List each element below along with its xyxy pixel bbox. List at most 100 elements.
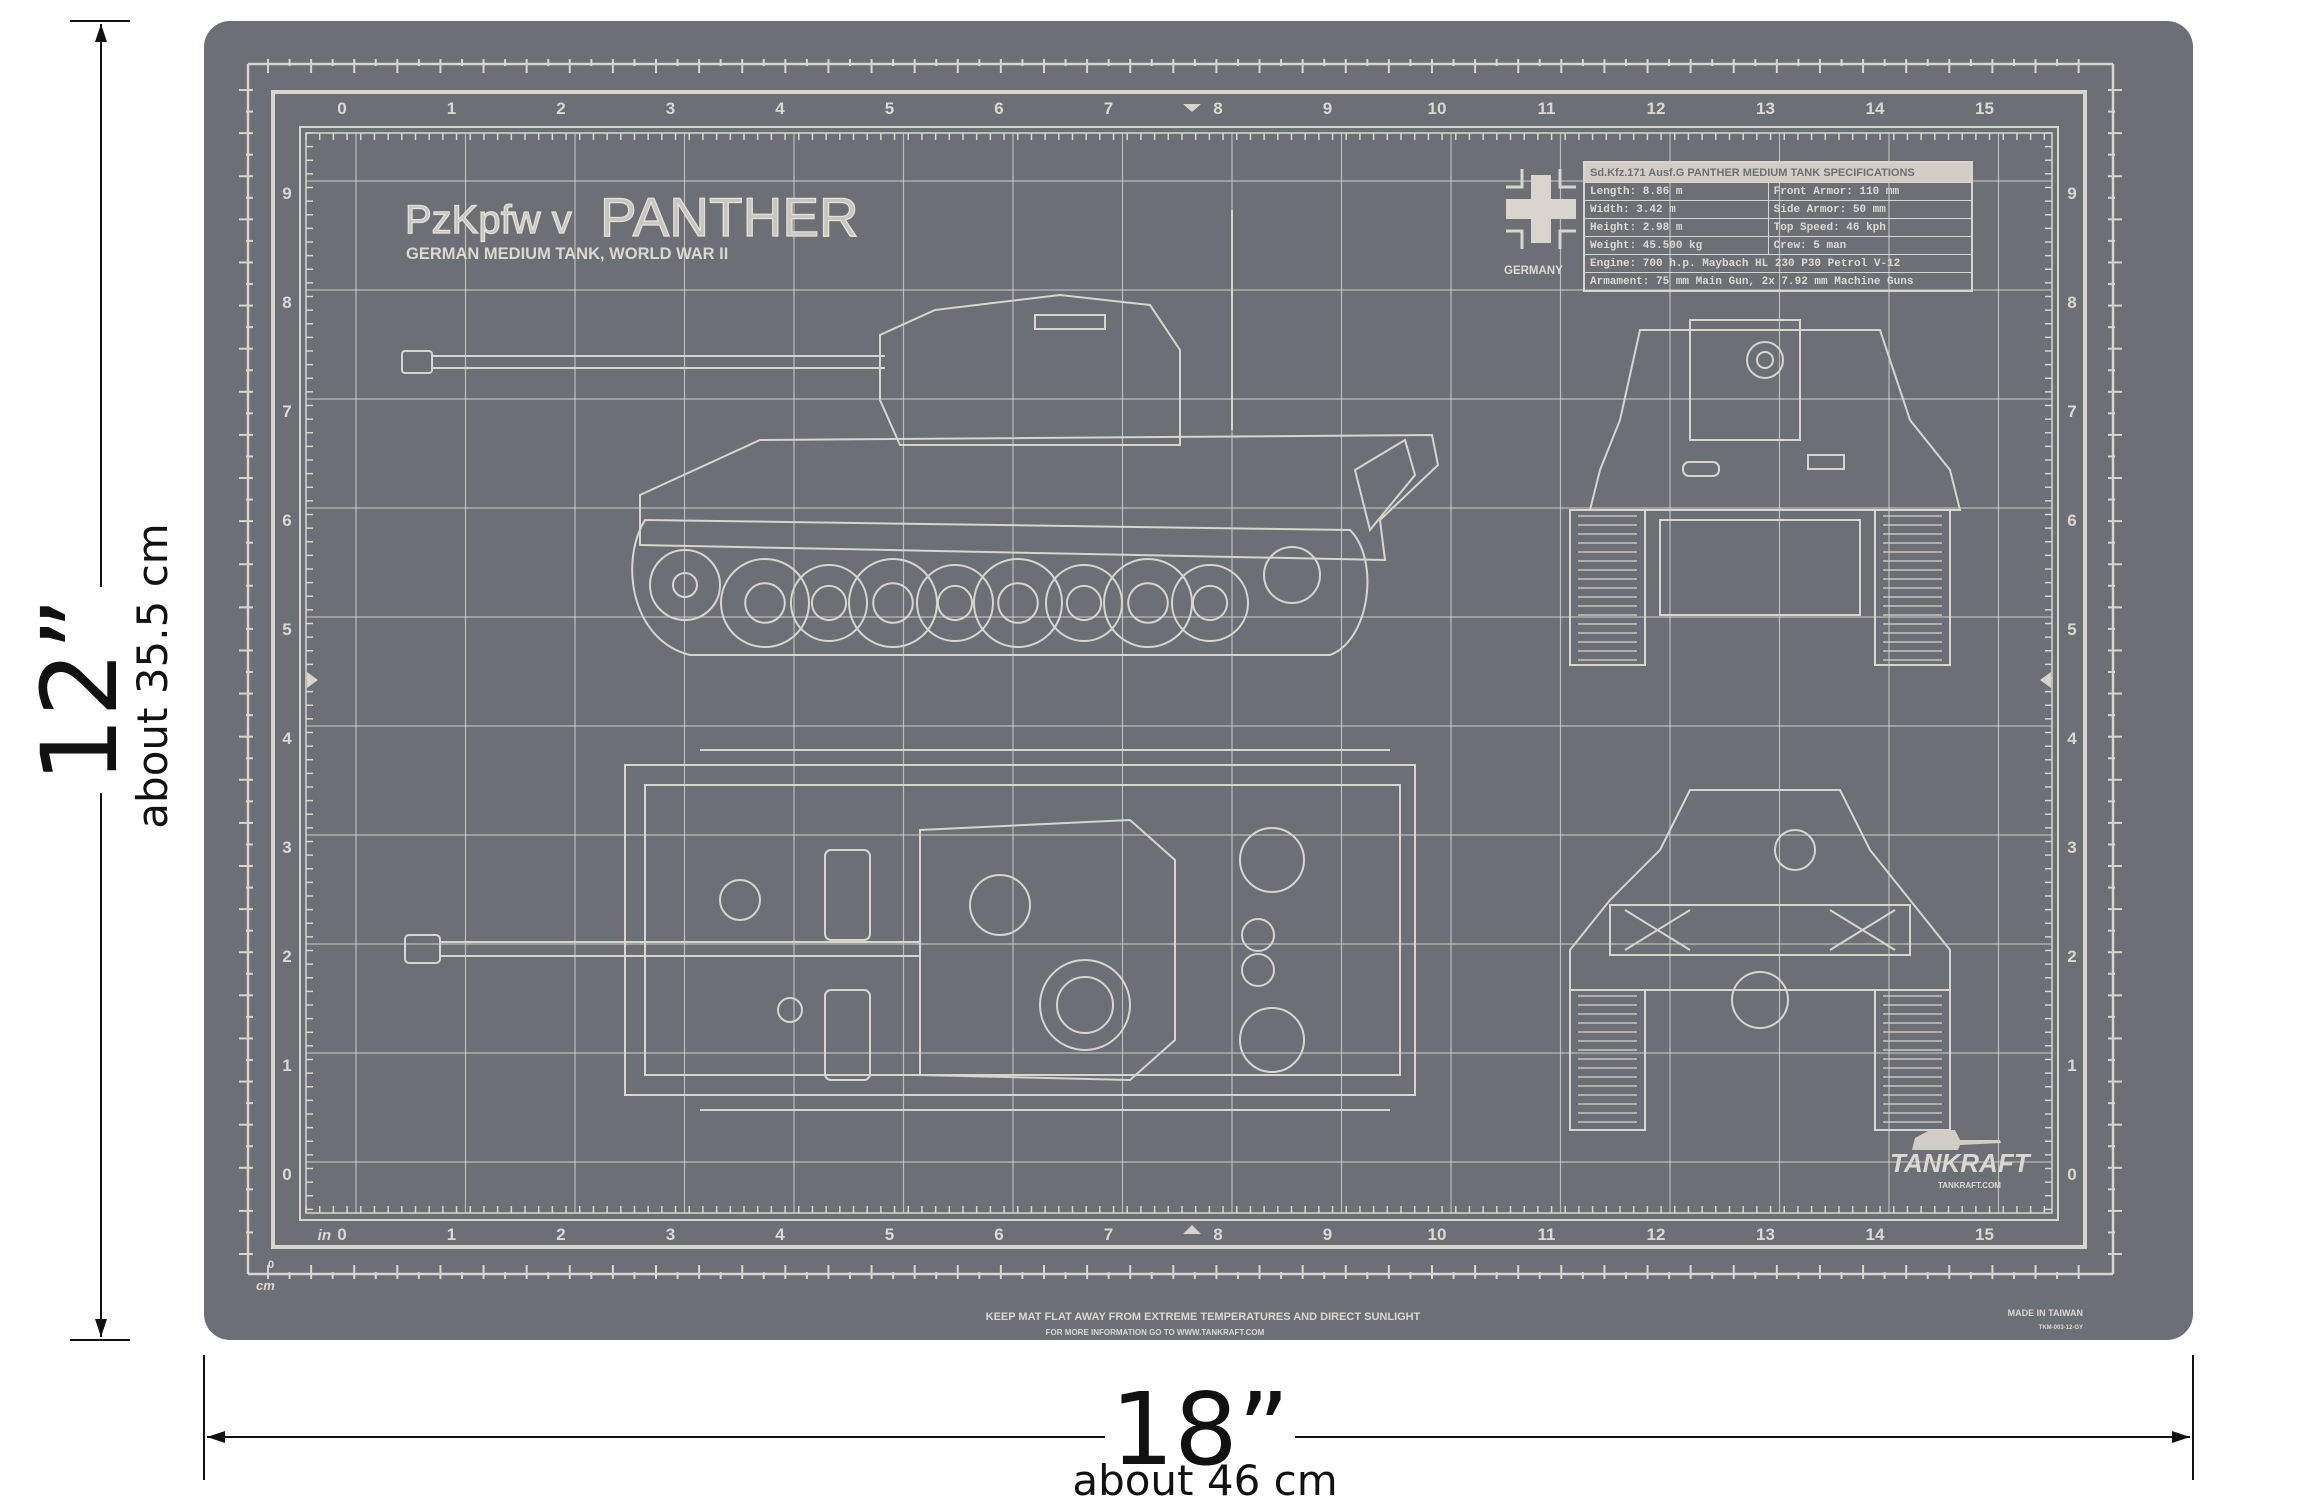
tank-front-view — [1569, 319, 1962, 666]
title-prefix: PzKpfw v — [404, 198, 572, 242]
inner-frame-2 — [305, 132, 2053, 1214]
inch-numbers: 0011223344556677889910101111121213131414… — [282, 99, 2077, 1244]
inch-number-x: 10 — [1428, 99, 1447, 118]
inch-number-x: 13 — [1756, 1225, 1775, 1244]
inch-number-x: 10 — [1428, 1225, 1447, 1244]
spec-cell: Length: 8.86 m — [1583, 182, 1769, 201]
inch-number-y: 4 — [282, 729, 292, 748]
road-wheel-hub — [997, 582, 1039, 624]
inch-number-x: 1 — [447, 1225, 456, 1244]
inch-number-x: 14 — [1866, 99, 1885, 118]
inch-number-x: 9 — [1323, 99, 1332, 118]
inner-frame — [299, 126, 2059, 1221]
inch-number-x: 9 — [1323, 1225, 1332, 1244]
width-metric-label: about 46 cm — [1072, 1456, 1338, 1505]
tankraft-logo: TANKRAFT TANKRAFT.COM — [1890, 1130, 2032, 1190]
inch-number-x: 1 — [447, 99, 456, 118]
cm-ruler — [239, 59, 2122, 1279]
inch-number-y: 5 — [282, 620, 291, 639]
spec-cell: Front Armor: 110 mm — [1767, 182, 1973, 201]
road-wheel-hub — [1127, 582, 1169, 624]
made-in-label: MADE IN TAIWAN — [2008, 1308, 2083, 1318]
title-name: PANTHER — [599, 186, 859, 248]
inch-number-x: 11 — [1538, 1225, 1556, 1244]
inch-number-x: 12 — [1647, 1225, 1666, 1244]
spec-cell: Width: 3.42 m — [1583, 200, 1769, 219]
inch-number-x: 0 — [337, 1225, 346, 1244]
inch-number-x: 3 — [666, 99, 675, 118]
sku-label: TKM-003-12-GY — [2039, 1325, 2083, 1331]
spec-header: Sd.Kfz.171 Ausf.G PANTHER MEDIUM TANK SP… — [1584, 162, 1972, 183]
spec-engine: Engine: 700 h.p. Maybach HL 230 P30 Petr… — [1583, 254, 1973, 273]
inch-number-x: 5 — [885, 1225, 894, 1244]
spec-row: Engine: 700 h.p. Maybach HL 230 P30 Petr… — [1583, 254, 1973, 273]
title-subtitle: GERMAN MEDIUM TANK, WORLD WAR II — [406, 245, 729, 263]
tank-rear-view — [1569, 789, 1951, 1131]
tank-top-view — [404, 749, 1416, 1111]
inch-number-x: 6 — [994, 99, 1003, 118]
road-wheel — [916, 564, 994, 642]
inch-number-y: 3 — [282, 838, 291, 857]
track-links — [1578, 515, 1942, 1123]
balkenkreuz-icon — [1506, 169, 1576, 249]
inch-number-x: 15 — [1975, 1225, 1994, 1244]
inch-number-y: 3 — [2067, 838, 2076, 857]
inch-number-x: 4 — [775, 99, 785, 118]
inch-number-x: 6 — [994, 1225, 1003, 1244]
road-wheel — [1103, 558, 1193, 648]
inch-number-y: 8 — [2067, 293, 2076, 312]
road-wheel — [1171, 564, 1249, 642]
inch-number-x: 13 — [1756, 99, 1775, 118]
inch-number-y: 1 — [2067, 1056, 2076, 1075]
inch-number-y: 5 — [2067, 620, 2076, 639]
inch-number-x: 3 — [666, 1225, 675, 1244]
inch-number-x: 11 — [1538, 99, 1556, 118]
inch-number-x: 0 — [337, 99, 346, 118]
inch-number-x: 12 — [1647, 99, 1666, 118]
country-label: GERMANY — [1504, 265, 1563, 277]
road-wheel-hub — [872, 582, 914, 624]
inch-number-y: 7 — [282, 402, 291, 421]
inch-number-x: 4 — [775, 1225, 785, 1244]
inch-number-y: 6 — [2067, 511, 2076, 530]
inch-number-y: 6 — [282, 511, 291, 530]
width-label: 18” — [1110, 1371, 1290, 1488]
inch-number-y: 2 — [2067, 947, 2076, 966]
inch-number-x: 2 — [556, 1225, 565, 1244]
inch-number-x: 7 — [1104, 99, 1113, 118]
germany-panel: GERMANY — [1500, 161, 1583, 291]
inch-number-y: 8 — [282, 293, 291, 312]
road-wheels — [720, 546, 1321, 648]
spec-panel: GERMANY Sd.Kfz.171 Ausf.G PANTHER MEDIUM… — [1500, 161, 1973, 292]
inch-number-x: 15 — [1975, 99, 1994, 118]
inch-number-y: 2 — [282, 947, 291, 966]
footer-warning: KEEP MAT FLAT AWAY FROM EXTREME TEMPERAT… — [986, 1311, 1421, 1323]
center-arrow-markers — [307, 104, 2051, 1234]
inch-number-y: 4 — [2067, 729, 2077, 748]
road-wheel — [1045, 564, 1123, 642]
road-wheel — [790, 564, 868, 642]
inch-number-x: 5 — [885, 99, 894, 118]
spec-table: Sd.Kfz.171 Ausf.G PANTHER MEDIUM TANK SP… — [1583, 161, 1973, 292]
inch-number-x: 14 — [1866, 1225, 1885, 1244]
unit-in-label: in — [318, 1227, 331, 1244]
outer-frame — [271, 90, 2087, 1249]
spec-cell: Weight: 45.500 kg — [1583, 236, 1769, 255]
inch-number-x: 8 — [1213, 1225, 1222, 1244]
spec-cell: Side Armor: 50 mm — [1767, 200, 1973, 219]
logo-brand: TANKRAFT — [1890, 1148, 2032, 1178]
inch-number-y: 1 — [282, 1056, 291, 1075]
inch-number-y: 9 — [2067, 184, 2076, 203]
road-wheel-hub — [810, 584, 848, 622]
inch-number-y: 0 — [282, 1165, 291, 1184]
idler-wheel — [1263, 546, 1321, 604]
inch-number-x: 7 — [1104, 1225, 1113, 1244]
footer-info: FOR MORE INFORMATION GO TO WWW.TANKRAFT.… — [1046, 1328, 1265, 1337]
road-wheel — [973, 558, 1063, 648]
cm-zero-label: 0 — [268, 1259, 274, 1271]
inch-number-x: 8 — [1213, 99, 1222, 118]
